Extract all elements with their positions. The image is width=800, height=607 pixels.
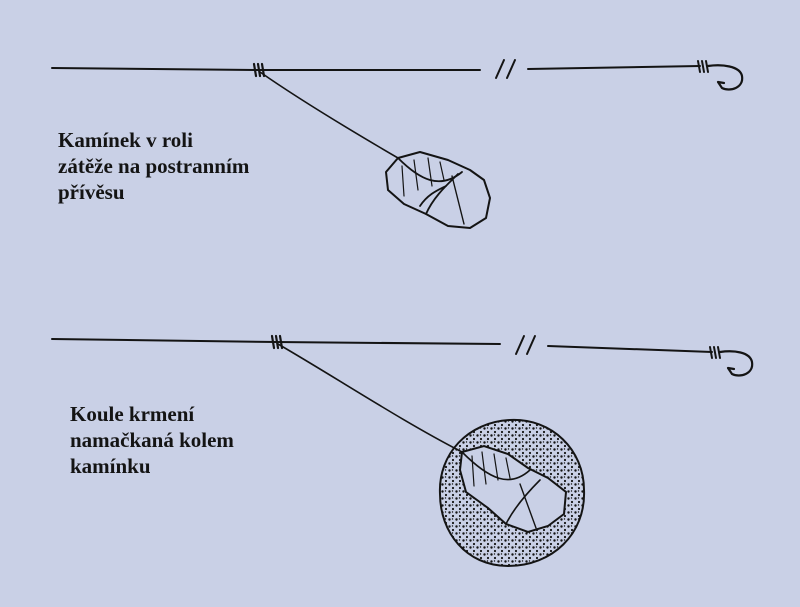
bottom-caption-line-1: Koule krmení (70, 402, 195, 426)
bottom-hook-icon (718, 350, 754, 377)
groundbait-ball (438, 418, 586, 568)
top-side-dropper-line (259, 71, 399, 159)
top-pebble-weight (385, 151, 491, 229)
top-hook-knot (697, 60, 709, 73)
top-line-break-mark (495, 59, 516, 79)
bottom-side-dropper-line (277, 343, 463, 453)
bottom-hook-line (547, 345, 713, 353)
top-caption-line-1: Kamínek v roli (58, 128, 193, 152)
top-rig (51, 59, 744, 229)
bottom-rig-caption: Koule krmení namačkaná kolem kamínku (70, 401, 234, 479)
inner-pebble (458, 444, 568, 534)
bottom-line-break-mark (515, 335, 536, 355)
bottom-rig (51, 334, 754, 568)
bottom-caption-line-2: namačkaná kolem (70, 428, 234, 452)
bottom-hook-knot (709, 346, 721, 359)
top-caption-line-3: přívěsu (58, 180, 125, 204)
top-hook-icon (706, 64, 744, 91)
top-rig-caption: Kamínek v roli zátěže na postranním přív… (58, 127, 249, 205)
top-caption-line-2: zátěže na postranním (58, 154, 250, 178)
top-main-line (51, 67, 481, 71)
bottom-caption-line-3: kamínku (70, 454, 151, 478)
top-hook-line (527, 65, 701, 70)
